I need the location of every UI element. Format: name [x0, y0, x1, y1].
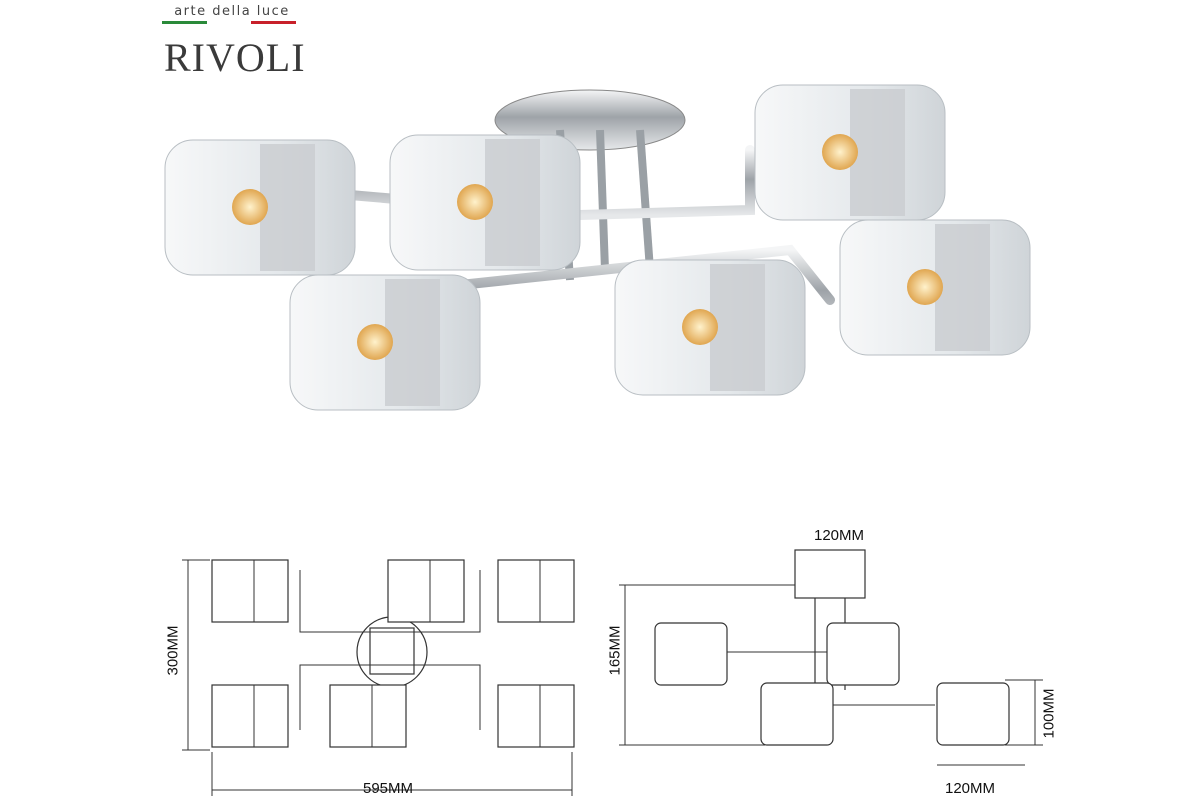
top-shades [211, 559, 575, 748]
flag-white [206, 21, 252, 24]
bulb-4 [357, 324, 393, 360]
italian-flag-stripe [162, 21, 297, 24]
top-shade-4 [211, 684, 289, 748]
bulb-1 [232, 189, 268, 225]
glass-shade-2 [389, 134, 581, 271]
brand-name: RIVOLI [164, 35, 306, 80]
bulb-3 [822, 134, 858, 170]
top-shade-6 [497, 684, 575, 748]
top-arm-lower [299, 664, 481, 730]
bulb-6 [907, 269, 943, 305]
glass-shade-5 [614, 259, 806, 396]
top-shade-2 [387, 559, 465, 623]
bulb-5 [682, 309, 718, 345]
side-shade-3 [760, 682, 834, 746]
side-canopy [794, 549, 866, 599]
top-shade-3 [497, 559, 575, 623]
top-view-drawing [182, 559, 575, 796]
glass-shade-3 [754, 84, 946, 221]
flag-green [162, 21, 207, 24]
side-shade-4 [936, 682, 1010, 746]
top-width-label: 595MM [363, 780, 414, 797]
top-arm-upper [299, 570, 481, 633]
side-base-label: 120MM [814, 527, 865, 544]
bulb-2 [457, 184, 493, 220]
side-height-label: 165MM [606, 625, 624, 676]
side-shade-2 [826, 622, 900, 686]
flag-red [251, 21, 297, 24]
top-shade-5 [329, 684, 407, 748]
glass-shade-6 [839, 219, 1031, 356]
side-shade-1 [654, 622, 728, 686]
brand-logo: arte della luce RIVOLI [162, 4, 305, 84]
top-height-label: 300MM [164, 625, 182, 676]
side-view-drawing [619, 549, 1043, 766]
brand-tagline: arte della luce [174, 4, 290, 19]
top-shade-1 [211, 559, 289, 623]
side-shade-height-label: 100MM [1040, 688, 1058, 739]
side-shade-width-label: 120MM [945, 780, 996, 797]
glass-shade-4 [289, 274, 481, 411]
glass-shade-1 [164, 139, 356, 276]
product-photo [164, 84, 1031, 411]
